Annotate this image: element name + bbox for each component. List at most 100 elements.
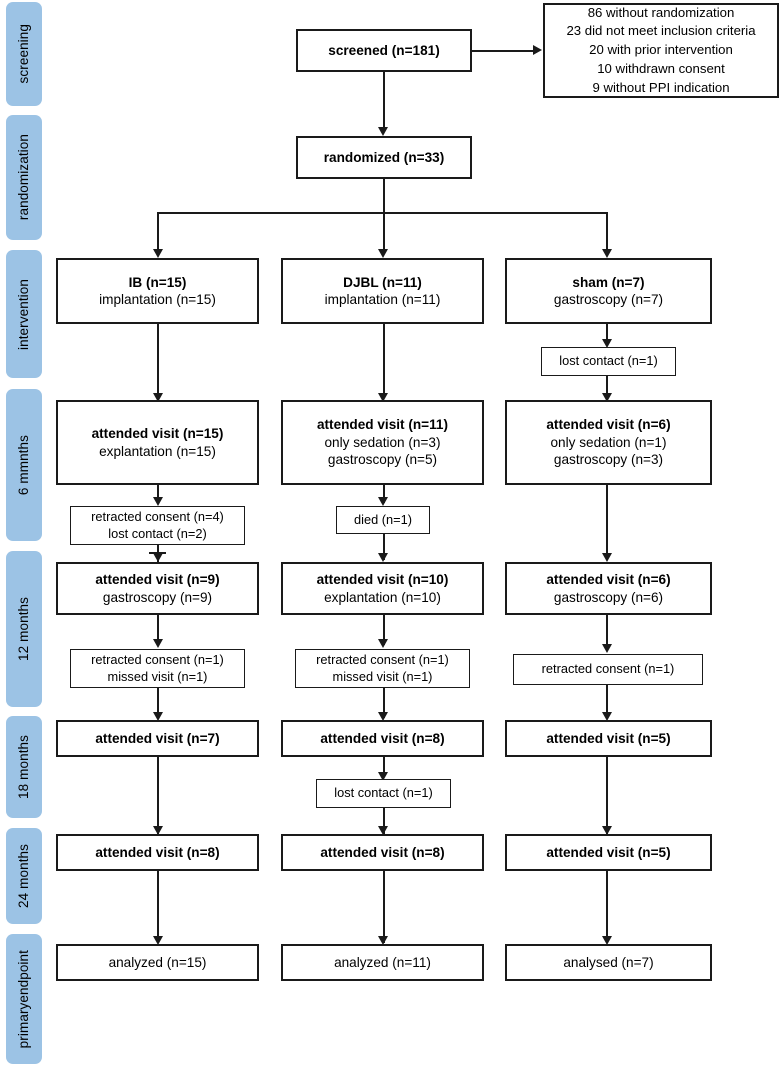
stage-tab-label: 12 months (16, 597, 32, 661)
box-analyzed-ib: analyzed (n=15) (56, 944, 259, 981)
stage-tab-label: intervention (16, 278, 32, 350)
box-24m-djbl: attended visit (n=8) (281, 834, 484, 871)
box-analyzed-sham: analysed (n=7) (505, 944, 712, 981)
box-6m-djbl: attended visit (n=11) only sedation (n=3… (281, 400, 484, 485)
arrowhead-icon (601, 553, 612, 562)
box-intervention-djbl: DJBL (n=11) implantation (n=11) (281, 258, 484, 324)
stage-tab-label: 18 months (16, 735, 32, 799)
arrowhead-icon (378, 639, 388, 648)
connector-djbl-24m-to-analyzed (382, 871, 385, 943)
stage-tab-label: primaryendpoint (16, 949, 32, 1049)
arrowhead-icon (601, 393, 612, 402)
connector-ib-6m-to-drop (157, 485, 160, 503)
connector-branch-center (382, 212, 385, 254)
box-line-secondary: explantation (n=15) (99, 443, 216, 459)
connector-ib-24m-to-analyzed (157, 871, 160, 943)
exclusion-line: 9 without PPI indication (592, 79, 730, 95)
dropbox-djbl-6m-died: died (n=1) (336, 506, 430, 534)
exclusion-line: 10 withdrawn consent (597, 60, 725, 76)
box-18m-djbl: attended visit (n=8) (281, 720, 484, 757)
connector-sham-drop-to-18m (606, 685, 609, 718)
stage-tab-24-months: 24 months (6, 828, 42, 924)
dropbox-line: retracted consent (n=1) (541, 661, 675, 677)
box-line-primary: attended visit (n=6) (546, 417, 671, 433)
box-analyzed-djbl: analyzed (n=11) (281, 944, 484, 981)
stage-tab-label: randomization (16, 134, 32, 221)
box-line-primary: attended visit (n=8) (320, 844, 445, 860)
connector-sham-12m-to-drop (606, 615, 609, 649)
box-line-primary: attended visit (n=5) (546, 730, 671, 746)
arrowhead-icon (378, 393, 388, 402)
dropbox-line: missed visit (n=1) (107, 668, 208, 684)
connector-ib-drop-to-18m (157, 688, 160, 718)
stage-tab-label: screening (16, 24, 32, 84)
dropbox-line: lost contact (n=1) (559, 353, 658, 369)
dropbox-line: retracted consent (n=1) (91, 651, 224, 667)
connector-branch-left (157, 212, 160, 254)
connector-djbl-drop-to-12m (382, 534, 385, 560)
box-line-primary: attended visit (n=8) (95, 844, 220, 860)
box-line-secondary: only sedation (n=1) (550, 434, 667, 450)
box-randomized-label: randomized (n=33) (323, 149, 445, 165)
box-line-primary: analyzed (n=15) (108, 954, 207, 970)
box-intervention-sham: sham (n=7) gastroscopy (n=7) (505, 258, 712, 324)
box-12m-ib: attended visit (n=9) gastroscopy (n=9) (56, 562, 259, 615)
connector-branch-right (606, 212, 609, 254)
dropbox-ib-6m: retracted consent (n=4) lost contact (n=… (70, 506, 245, 545)
arrowhead-icon (533, 45, 542, 55)
exclusion-line: 23 did not meet inclusion criteria (566, 23, 756, 39)
dropbox-line: lost contact (n=1) (334, 785, 433, 801)
dropbox-ib-12m: retracted consent (n=1) missed visit (n=… (70, 649, 245, 688)
box-line-tertiary: gastroscopy (n=5) (327, 452, 438, 468)
connector-screened-to-exclusions (472, 49, 534, 52)
box-intervention-ib: IB (n=15) implantation (n=15) (56, 258, 259, 324)
connector-djbl-intervention-to-6m (382, 324, 385, 398)
stage-tab-primary-endpoint: primaryendpoint (6, 934, 42, 1064)
box-screened: screened (n=181) (296, 29, 472, 72)
arrowhead-icon (601, 826, 612, 835)
connector-ib-12m-to-drop (157, 615, 160, 645)
dropbox-djbl-12m: retracted consent (n=1) missed visit (n=… (295, 649, 470, 688)
exclusion-line: 20 with prior intervention (589, 42, 733, 58)
arrowhead-icon (378, 127, 388, 136)
box-line-primary: attended visit (n=15) (91, 426, 224, 442)
arrowhead-icon (152, 497, 163, 506)
box-6m-sham: attended visit (n=6) only sedation (n=1)… (505, 400, 712, 485)
connector-ib-intervention-to-6m (157, 324, 160, 398)
box-18m-ib: attended visit (n=7) (56, 720, 259, 757)
connector-djbl-drop-to-18m (382, 688, 385, 718)
box-line-secondary: gastroscopy (n=6) (553, 589, 664, 605)
connector-randomized-stem (382, 179, 385, 213)
arrowhead-icon (378, 249, 388, 258)
stage-tab-label: 6 mmnths (16, 434, 32, 496)
connector-djbl-18m-to-drop (382, 757, 385, 777)
connector-sham-drop-to-6m (606, 376, 609, 398)
connector-sham-18m-to-24m (606, 757, 609, 834)
arrowhead-icon (152, 936, 163, 945)
box-line-primary: analysed (n=7) (563, 954, 654, 970)
arrowhead-icon (378, 712, 388, 721)
connector-screened-to-randomized (382, 72, 385, 130)
box-18m-sham: attended visit (n=5) (505, 720, 712, 757)
box-line-secondary: only sedation (n=3) (324, 434, 441, 450)
box-screened-label: screened (n=181) (328, 42, 440, 58)
box-exclusions: 86 without randomization 23 did not meet… (543, 3, 779, 98)
box-randomized: randomized (n=33) (296, 136, 472, 179)
box-12m-sham: attended visit (n=6) gastroscopy (n=6) (505, 562, 712, 615)
stage-tab-intervention: intervention (6, 250, 42, 378)
connector-djbl-drop-to-24m (382, 808, 385, 834)
connector-sham-6m-to-12m (606, 485, 609, 560)
box-12m-djbl: attended visit (n=10) explantation (n=10… (281, 562, 484, 615)
box-line-primary: attended visit (n=6) (546, 572, 671, 588)
exclusion-line: 86 without randomization (587, 4, 735, 20)
arrowhead-icon (152, 249, 163, 258)
dropbox-sham-intervention-lost-contact: lost contact (n=1) (541, 347, 676, 376)
box-line-primary: sham (n=7) (572, 274, 645, 290)
box-line-secondary: gastroscopy (n=7) (553, 292, 664, 307)
box-line-primary: attended visit (n=7) (95, 730, 220, 746)
arrowhead-icon (378, 553, 388, 562)
stage-tab-randomization: randomization (6, 115, 42, 240)
dropbox-djbl-18m-lost-contact: lost contact (n=1) (316, 779, 451, 808)
connector-djbl-12m-to-drop (382, 615, 385, 645)
